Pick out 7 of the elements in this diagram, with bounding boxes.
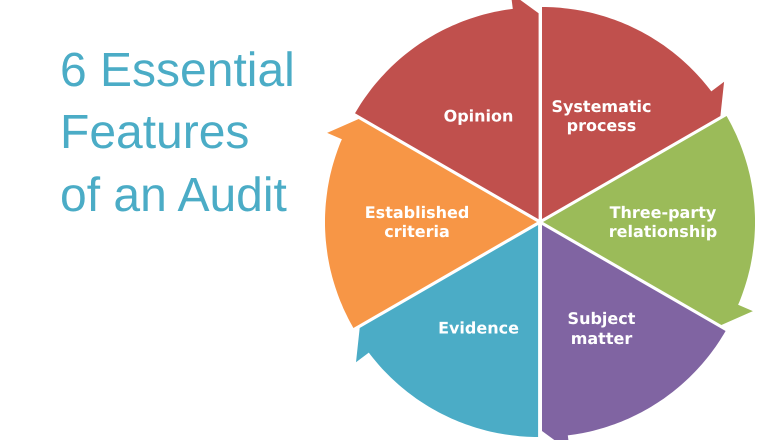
segment-label: Three-party relationship [608,202,718,242]
title: 6 Essential Features of an Audit [60,43,296,224]
segment-label: Opinion [442,106,514,126]
segment-label: Systematic process [550,96,652,135]
segment-label: Subject matter [566,309,636,348]
segment-label: Established criteria [364,202,470,242]
segment-label: Evidence [437,318,520,338]
